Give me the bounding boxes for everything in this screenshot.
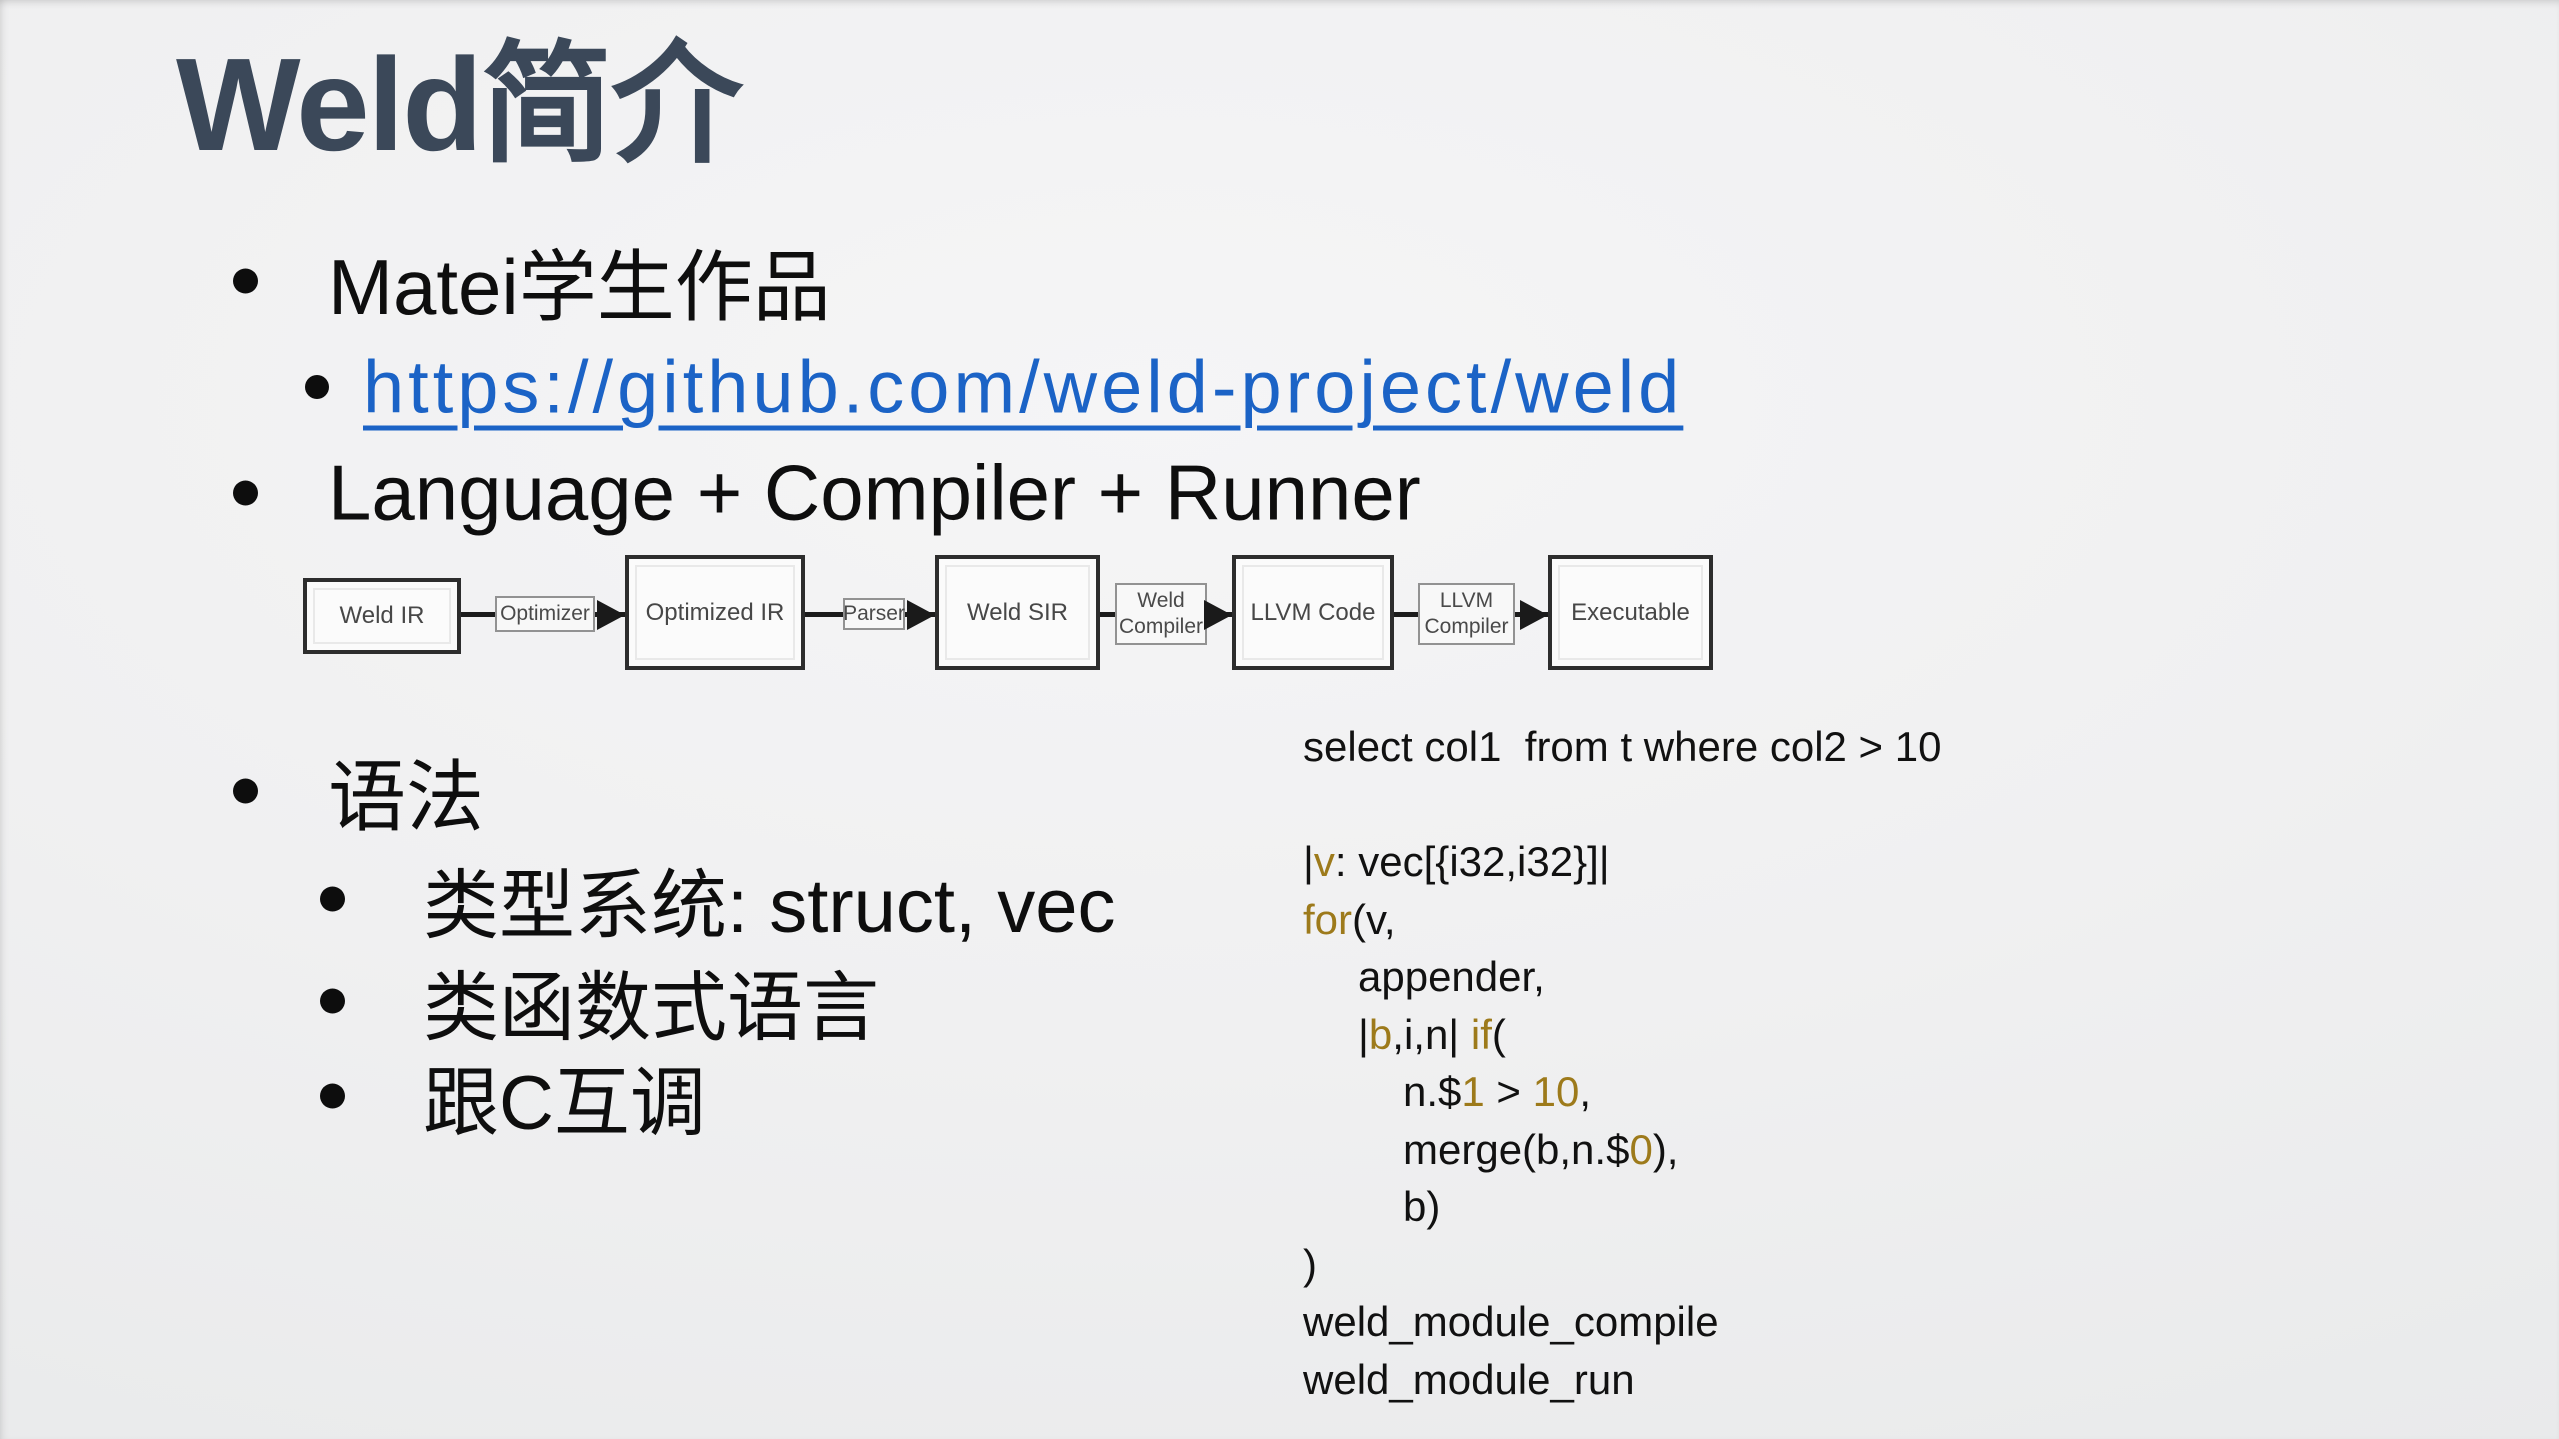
- code-line-for: for(v,: [1303, 895, 1396, 943]
- pipeline-label-optimizer: Optimizer: [495, 596, 595, 632]
- pipeline-box-weld-ir-label: Weld IR: [339, 602, 425, 629]
- code-line-module-compile: weld_module_compile: [1303, 1298, 1719, 1345]
- code-line-lambda-sig: |v: vec[{i32,i32}]|: [1303, 838, 1610, 885]
- bullet-icon: [233, 480, 258, 506]
- bullet-icon: [305, 375, 329, 399]
- code-line-blank: [1303, 776, 1941, 834]
- code-line-merge: merge(b,n.$0),: [1403, 1125, 1679, 1173]
- bullet-github-link: https://github.com/weld-project/weld: [0, 341, 2559, 433]
- sub-bullet-c-interop: 跟C互调: [0, 1048, 2559, 1146]
- bullet-language-compiler-runner: Language + Compiler + Runner: [0, 444, 2559, 542]
- github-link[interactable]: https://github.com/weld-project/weld: [363, 345, 1684, 429]
- arrowhead-icon: [1204, 600, 1232, 630]
- bullet-syntax-label: 语法: [328, 753, 485, 841]
- pipeline-box-llvm-code: LLVM Code: [1232, 555, 1394, 670]
- code-line-lambda-if: |b,i,n| if(: [1358, 1010, 1506, 1058]
- arrowhead-icon: [1520, 600, 1548, 630]
- arrowhead-icon: [907, 600, 935, 630]
- sub-bullet-type-system-label: 类型系统: struct, vec: [423, 864, 1116, 949]
- sub-bullet-functional-label: 类函数式语言: [423, 966, 879, 1051]
- sub-bullet-functional: 类函数式语言: [0, 953, 2559, 1051]
- code-line-appender: appender,: [1358, 953, 1545, 1000]
- code-line-close-paren: ): [1303, 1240, 1317, 1288]
- bullet-icon: [320, 988, 345, 1014]
- bullet-matei-label: Matei学生作品: [328, 243, 831, 331]
- code-line-condition: n.$1 > 10,: [1403, 1068, 1592, 1115]
- code-line-else: b): [1403, 1183, 1441, 1230]
- bullet-icon: [233, 268, 258, 294]
- pipeline-box-executable: Executable: [1548, 555, 1713, 670]
- pipeline-box-weld-ir: Weld IR: [303, 578, 461, 654]
- pipeline-box-executable-label: Executable: [1571, 598, 1690, 626]
- code-block: select col1 from t where col2 > 10 |v: v…: [1303, 718, 1941, 1408]
- pipeline-box-weld-sir: Weld SIR: [935, 555, 1100, 670]
- pipeline-box-llvm-code-label: LLVM Code: [1250, 598, 1376, 626]
- slide-title: Weld简介: [176, 31, 743, 178]
- pipeline-diagram: Weld IR Optimizer Optimized IR Parser We…: [300, 553, 1720, 674]
- bullet-icon: [320, 886, 345, 912]
- pipeline-label-weld-compiler: Weld Compiler: [1115, 583, 1207, 645]
- pipeline-box-optimized-ir: Optimized IR: [625, 555, 805, 670]
- bullet-language-label: Language + Compiler + Runner: [328, 448, 1421, 537]
- bullet-syntax: 语法: [0, 742, 2559, 841]
- pipeline-label-llvm-compiler: LLVM Compiler: [1418, 583, 1515, 645]
- pipeline-label-parser: Parser: [843, 598, 905, 630]
- code-line-sql: select col1 from t where col2 > 10: [1303, 723, 1942, 770]
- pipeline-box-optimized-ir-label: Optimized IR: [645, 598, 785, 626]
- bullet-icon: [320, 1083, 345, 1109]
- code-line-module-run: weld_module_run: [1303, 1355, 1635, 1403]
- pipeline-box-weld-sir-label: Weld SIR: [967, 598, 1068, 626]
- bullet-matei: Matei学生作品: [0, 232, 2559, 331]
- bullet-icon: [233, 778, 258, 804]
- arrowhead-icon: [597, 600, 625, 630]
- sub-bullet-type-system: 类型系统: struct, vec: [0, 851, 2559, 949]
- sub-bullet-c-interop-label: 跟C互调: [423, 1061, 706, 1146]
